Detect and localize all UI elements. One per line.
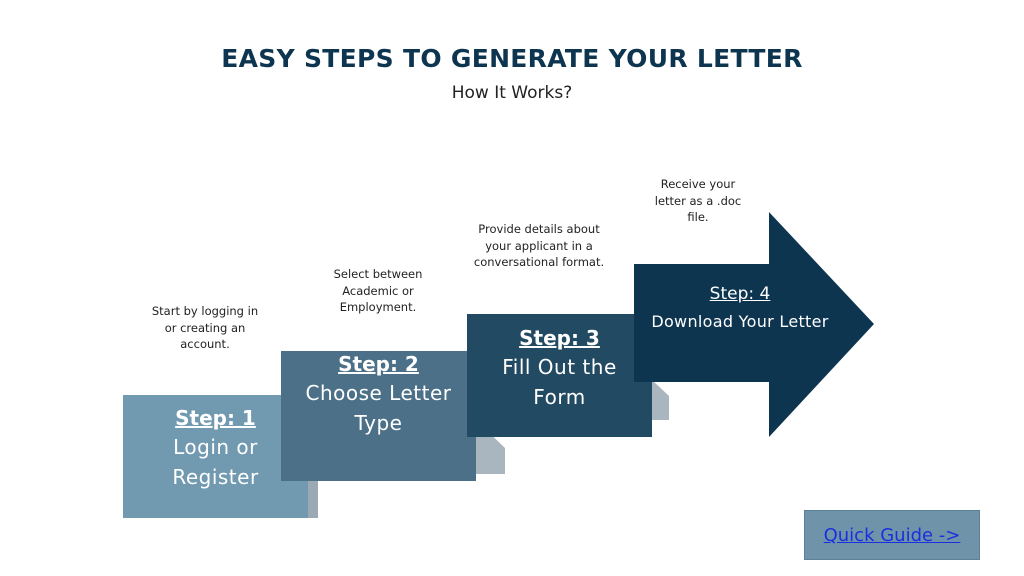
step-2-label: Step: 2 <box>338 352 419 376</box>
step-1: Step: 1 Login or Register <box>123 404 308 492</box>
step-3: Step: 3 Fill Out the Form <box>467 324 652 412</box>
step-2-box <box>281 351 476 481</box>
step-3-name-line-2: Form <box>533 385 586 409</box>
step-3-description-line: your applicant in a <box>485 238 593 253</box>
page-subtitle: How It Works? <box>451 83 573 103</box>
step-3-label: Step: 3 <box>519 326 600 350</box>
page-title: EASY STEPS TO GENERATE YOUR LETTER <box>221 44 803 73</box>
step-4-description-line: file. <box>687 210 709 224</box>
step-2-name-line-2: Type <box>354 411 403 435</box>
step-3-name-line-1: Fill Out the <box>502 355 617 379</box>
step-4-name-line-1: Download Your Letter <box>651 312 829 331</box>
step-1-description-line: Start by logging in <box>151 304 259 318</box>
step-1-name-line-2: Register <box>172 465 259 489</box>
step-4-description: Receive your letter as a .doc file. <box>638 176 758 226</box>
step-2: Step: 2 Choose Letter Type <box>281 350 476 438</box>
step-2-name-line-1: Choose Letter <box>305 381 452 405</box>
step-4-label: Step: 4 <box>709 284 771 304</box>
step-3-description-line: Provide details about <box>478 222 600 236</box>
quick-guide-link[interactable]: Quick Guide -> <box>823 524 961 546</box>
step-1-description: Start by logging in or creating an accou… <box>134 303 276 353</box>
step-2-description-line: Employment. <box>339 300 417 314</box>
step-3-shadow <box>652 380 669 420</box>
step-3-box <box>467 314 652 437</box>
step-4: Step: 4 Download Your Letter <box>634 281 846 337</box>
step-1-label: Step: 1 <box>175 406 256 430</box>
step-1-description-line: or creating an <box>164 320 246 335</box>
step-1-description-line: account. <box>180 337 230 351</box>
step-3-description: Provide details about your applicant in … <box>458 221 620 271</box>
step-1-name-line-1: Login or <box>173 435 258 459</box>
step-2-description-line: Academic or <box>342 283 414 298</box>
step-4-arrow <box>634 212 874 437</box>
quick-guide-button[interactable]: Quick Guide -> <box>804 510 980 560</box>
step-2-description: Select between Academic or Employment. <box>308 266 448 316</box>
step-4-description-line: Receive your <box>660 177 736 191</box>
step-2-description-line: Select between <box>333 267 423 281</box>
step-4-description-line: letter as a .doc <box>654 193 742 208</box>
step-3-description-line: conversational format. <box>473 255 605 269</box>
step-1-box <box>123 395 308 518</box>
